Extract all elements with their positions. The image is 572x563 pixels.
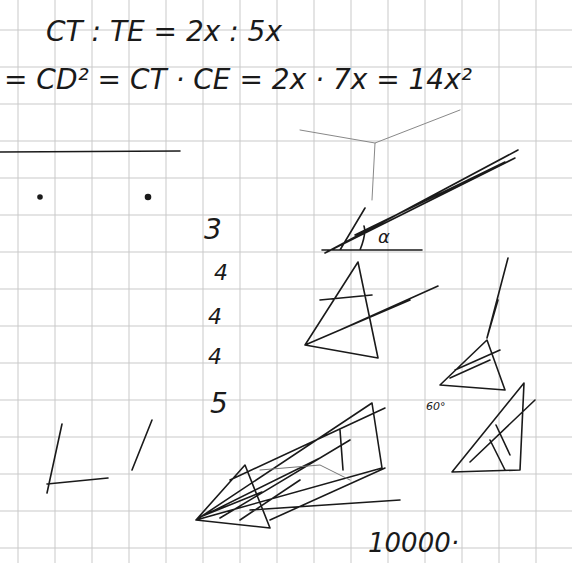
pyramid-sketch: [196, 403, 400, 528]
triangle-sketch: [305, 262, 438, 358]
grid-line: [536, 0, 537, 563]
margin-number: 3: [204, 216, 222, 244]
grid-line: [0, 548, 572, 549]
margin-number: 4: [214, 262, 228, 284]
grid-line: [499, 0, 500, 563]
angle-label: α: [378, 228, 390, 246]
angle-label: 60°: [426, 401, 446, 412]
grid-line: [0, 326, 572, 327]
grid-line: [0, 363, 572, 364]
dot: [146, 195, 151, 200]
grid-line: [0, 252, 572, 253]
dot: [38, 195, 42, 199]
rule-line: [0, 151, 180, 152]
margin-number: 5: [210, 390, 228, 418]
grid-line: [0, 511, 572, 512]
grid-line: [0, 178, 572, 179]
grid-line: [0, 141, 572, 142]
thin-triangle-sketch: [322, 150, 518, 253]
hand-sketches: [0, 110, 535, 528]
equation-line: CT : TE = 2x : 5x: [46, 18, 282, 46]
grid-line: [0, 104, 572, 105]
shading-stroke: [260, 465, 350, 480]
grid-line: [0, 289, 572, 290]
grid-line: [0, 400, 572, 401]
grid-line: [0, 215, 572, 216]
number-note: 10000·: [368, 530, 459, 556]
small-triangle-sketch: [440, 258, 508, 390]
equation-line: = CD² = CT · CE = 2x · 7x = 14x²: [4, 66, 472, 94]
leader-line: [300, 110, 460, 200]
small-triangle-sketch: [452, 383, 535, 472]
margin-number: 4: [208, 346, 222, 368]
angle-sketch: [47, 420, 152, 493]
grid-line: [0, 437, 572, 438]
margin-number: 4: [208, 306, 222, 328]
